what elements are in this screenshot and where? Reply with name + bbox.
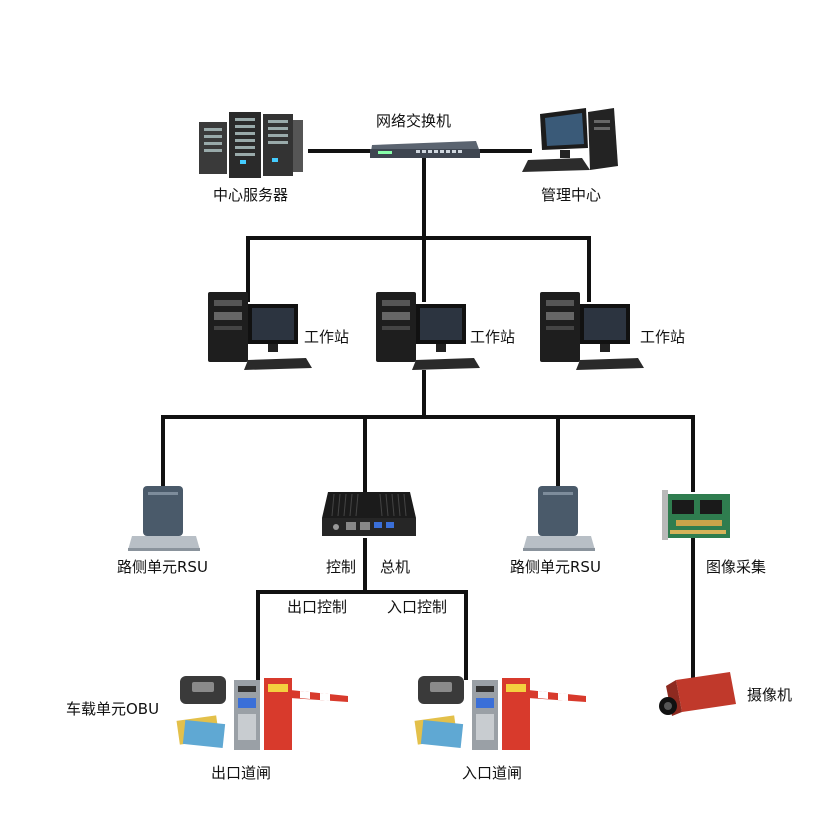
obu-label: 车载单元OBU bbox=[66, 700, 160, 718]
controller-label-part2: 总机 bbox=[380, 558, 411, 576]
connection-lines bbox=[161, 149, 695, 680]
obu-device-icon bbox=[176, 676, 226, 749]
exit-gate-icon bbox=[234, 678, 348, 750]
entry-gate-icon bbox=[472, 678, 586, 750]
exit-control-label: 出口控制 bbox=[287, 598, 348, 616]
workstation-3-icon bbox=[540, 292, 644, 370]
workstation-2-icon bbox=[376, 292, 480, 370]
switch-label: 网络交换机 bbox=[376, 112, 452, 130]
camera-label: 摄像机 bbox=[747, 686, 793, 704]
entry-gate-label: 入口道闸 bbox=[462, 764, 523, 782]
control-host-icon bbox=[322, 492, 416, 536]
management-desktop-icon bbox=[522, 108, 618, 172]
network-switch-icon bbox=[370, 141, 480, 158]
rsu-1-label: 路侧单元RSU bbox=[117, 558, 208, 576]
workstation-1-icon bbox=[208, 292, 312, 370]
camera-icon bbox=[659, 672, 736, 716]
obu-device-2-icon bbox=[414, 676, 464, 749]
controller-label-part1: 控制 bbox=[326, 558, 357, 576]
workstation-1-label: 工作站 bbox=[304, 328, 350, 346]
exit-gate-label: 出口道闸 bbox=[211, 764, 272, 782]
server-rack-icon bbox=[199, 112, 303, 178]
rsu-2-label: 路侧单元RSU bbox=[510, 558, 601, 576]
workstation-3-label: 工作站 bbox=[640, 328, 686, 346]
rsu-2-icon bbox=[523, 486, 595, 551]
workstation-2-label: 工作站 bbox=[470, 328, 516, 346]
image-capture-label: 图像采集 bbox=[706, 558, 767, 576]
management-label: 管理中心 bbox=[541, 186, 602, 204]
server-label: 中心服务器 bbox=[213, 186, 289, 204]
image-capture-card-icon bbox=[662, 490, 730, 540]
entry-control-label: 入口控制 bbox=[387, 598, 448, 616]
rsu-1-icon bbox=[128, 486, 200, 551]
